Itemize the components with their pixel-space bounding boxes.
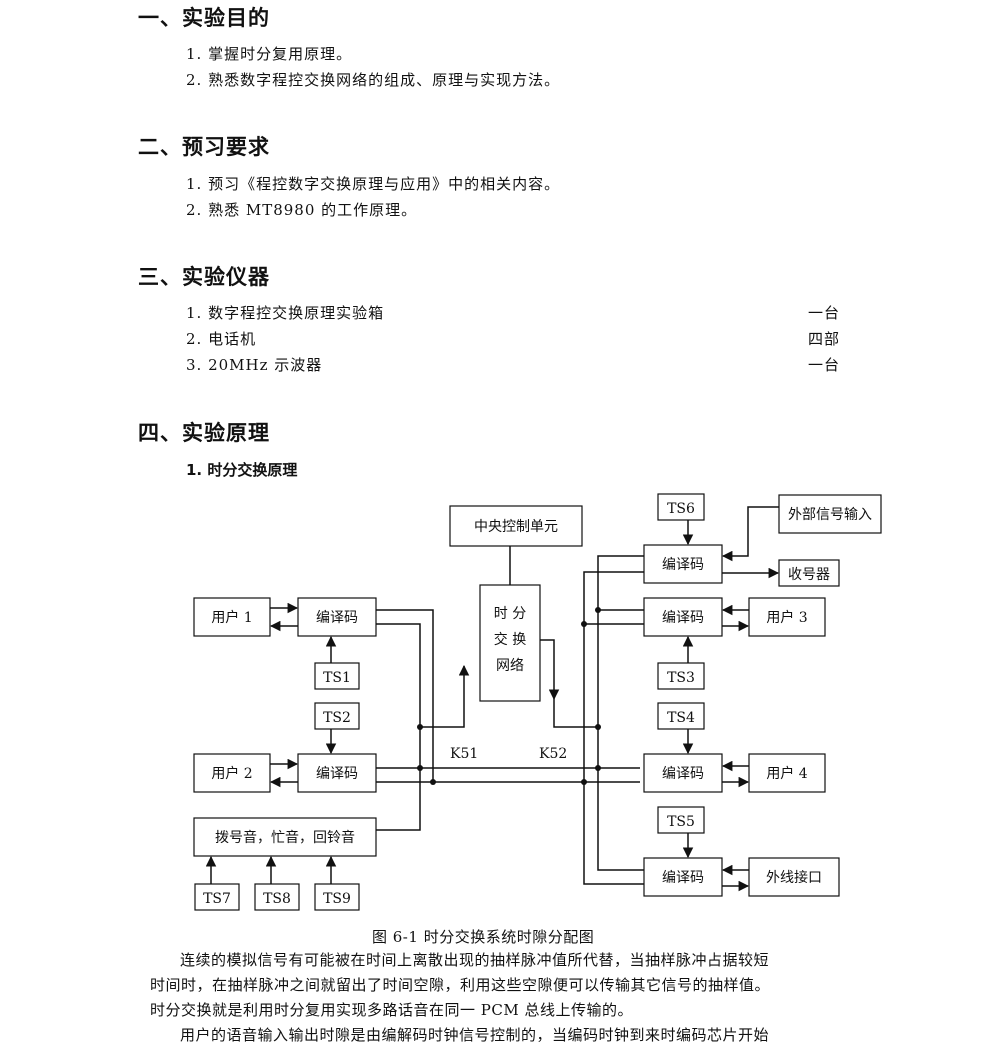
central-control-box: [449, 505, 583, 547]
codec-box: [643, 857, 723, 897]
paragraph-line: 时分交换就是利用时分复用实现多路话音在同一 PCM 总线上传输的。: [150, 1001, 633, 1019]
ts3-label: TS3: [667, 670, 695, 686]
codec-box: [643, 597, 723, 637]
bus-wire: [376, 623, 421, 831]
section-title-objectives: 一、实验目的: [138, 6, 270, 30]
equipment-name: 2. 电话机: [186, 330, 257, 348]
codec-label: 编译码: [316, 766, 358, 782]
ts4-label: TS4: [667, 710, 695, 726]
receiver-label: 收号器: [788, 567, 830, 583]
codec-label: 编译码: [662, 766, 704, 782]
codec-box: [297, 597, 377, 637]
junction-dot: [595, 607, 601, 613]
objective-item: 1. 掌握时分复用原理。: [186, 45, 353, 63]
junction-dot: [595, 724, 601, 730]
equipment-qty: 一台: [808, 304, 841, 322]
codec-box: [643, 544, 723, 584]
switch-network-box: [479, 584, 541, 702]
junction-dot: [595, 765, 601, 771]
bus-to-switch: [420, 664, 470, 728]
user3-label: 用户 3: [766, 609, 807, 626]
codec-label: 编译码: [662, 557, 704, 573]
ts3-box: [657, 662, 705, 690]
section-title-principle: 四、实验原理: [138, 421, 270, 445]
codec-label: 编译码: [316, 610, 358, 626]
ts2-box: [314, 702, 360, 730]
user3-box: [748, 597, 826, 637]
ts5-label: TS5: [667, 814, 695, 830]
user1-box: [193, 597, 271, 637]
user4-box: [748, 753, 826, 793]
ts2-label: TS2: [323, 710, 351, 726]
user4-label: 用户 4: [766, 765, 807, 782]
objective-item: 2. 熟悉数字程控交换网络的组成、原理与实现方法。: [186, 71, 561, 89]
ext-signal-label: 外部信号输入: [788, 507, 872, 523]
subsection-title: 1. 时分交换原理: [186, 461, 298, 479]
junction-dot: [581, 779, 587, 785]
figure-caption: 图 6-1 时分交换系统时隙分配图: [372, 928, 595, 946]
ts5-box: [657, 806, 705, 834]
ts4-box: [657, 702, 705, 730]
equipment-qty: 四部: [808, 330, 841, 348]
preview-item: 2. 熟悉 MT8980 的工作原理。: [186, 201, 418, 219]
codec-box: [297, 753, 377, 793]
user1-label: 用户 1: [211, 609, 252, 626]
ts8-box: [254, 883, 300, 911]
switch-network-label: 网络: [496, 658, 524, 674]
section-title-equipment: 三、实验仪器: [138, 265, 270, 289]
preview-item: 1. 预习《程控数字交换原理与应用》中的相关内容。: [186, 175, 561, 193]
bus-wire: [376, 609, 434, 782]
k51-label: K51: [450, 746, 478, 762]
switch-network-label: 时 分: [494, 606, 526, 622]
ts9-box: [314, 883, 360, 911]
switch-out: [540, 639, 560, 701]
paragraph-line: 时间时，在抽样脉冲之间就留出了时间空隙，利用这些空隙便可以传输其它信号的抽样值。: [150, 976, 771, 994]
ts7-label: TS7: [203, 891, 231, 907]
equipment-name: 1. 数字程控交换原理实验箱: [186, 304, 385, 322]
tones-box: [193, 817, 377, 857]
section-title-preview: 二、预习要求: [138, 135, 270, 159]
ts7-box: [194, 883, 240, 911]
bus-wire: [597, 555, 644, 871]
switch-network-label: 交 换: [494, 631, 526, 648]
central-control-label: 中央控制单元: [474, 519, 558, 535]
ext-signal-box: [778, 494, 882, 534]
tones-label: 拨号音，忙音，回铃音: [215, 829, 355, 846]
ts6-box: [657, 493, 705, 521]
junction-dot: [430, 779, 436, 785]
ts1-box: [314, 662, 360, 690]
ts1-label: TS1: [323, 670, 351, 686]
bus-wire: [583, 571, 644, 885]
ts6-label: TS6: [667, 501, 695, 517]
trunk-box: [748, 857, 840, 897]
junction-dot: [581, 621, 587, 627]
equipment-name: 3. 20MHz 示波器: [186, 356, 323, 374]
k52-label: K52: [539, 746, 567, 762]
codec-label: 编译码: [662, 870, 704, 886]
switch-out: [553, 699, 598, 728]
trunk-label: 外线接口: [766, 869, 822, 886]
user2-label: 用户 2: [211, 765, 252, 782]
paragraph-line: 用户的语音输入输出时隙是由编解码时钟信号控制的，当编码时钟到来时编码芯片开始: [180, 1026, 770, 1044]
junction-dot: [417, 765, 423, 771]
connector: [721, 506, 779, 562]
junction-dot: [417, 724, 423, 730]
user2-box: [193, 753, 271, 793]
ts8-label: TS8: [263, 891, 291, 907]
equipment-qty: 一台: [808, 356, 841, 374]
ts9-label: TS9: [323, 891, 351, 907]
codec-label: 编译码: [662, 610, 704, 626]
codec-box: [643, 753, 723, 793]
paragraph-line: 连续的模拟信号有可能被在时间上离散出现的抽样脉冲值所代替，当抽样脉冲占据较短: [180, 951, 770, 969]
